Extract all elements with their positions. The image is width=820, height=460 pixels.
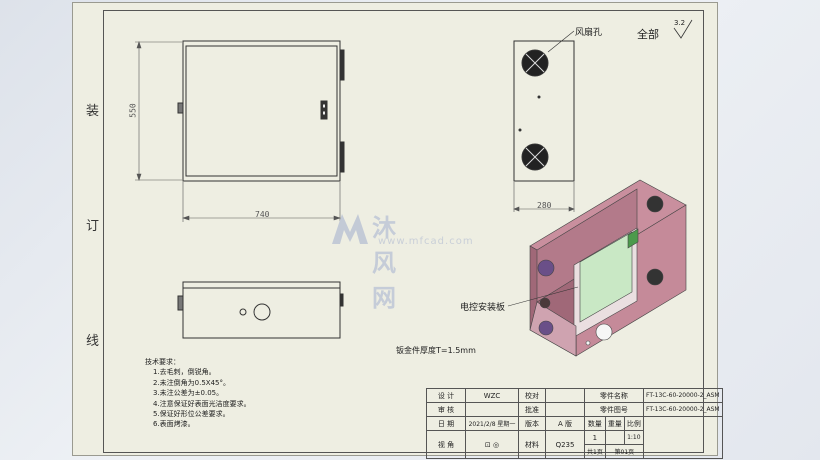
note-item: 1.去毛刺，倒锐角。 — [153, 368, 216, 377]
date: 2021/2/8 星期一 — [465, 416, 519, 431]
margin-label-ding: 订 — [86, 219, 100, 234]
depth-dimension — [513, 182, 575, 212]
total-pages: 共1页 — [584, 444, 606, 459]
scope-label: 全部 — [637, 28, 659, 41]
check-label: 校对 — [518, 388, 546, 403]
roughness-symbol — [673, 19, 693, 39]
approve-label: 批准 — [518, 402, 546, 417]
note-item: 3.未注公差为±0.05。 — [153, 389, 224, 398]
date-label: 日 期 — [426, 416, 466, 431]
design-label: 设 计 — [426, 388, 466, 403]
note-item: 6.表面烤漆。 — [153, 420, 195, 429]
margin-label-xian: 线 — [86, 334, 100, 349]
version-label: 版本 — [518, 416, 546, 431]
thickness-note: 钣金件厚度T=1.5mm — [396, 346, 476, 355]
material-label: 材料 — [518, 430, 546, 459]
notes-title: 技术要求： — [145, 358, 180, 366]
page-number: 第01页 — [604, 444, 644, 459]
part-name-label: 零件名称 — [584, 388, 644, 403]
mount-plate-callout: 电控安装板 — [460, 303, 506, 313]
height-dimension — [135, 41, 182, 181]
projection-icon: ⊡ ◎ — [484, 440, 500, 449]
qty: 1 — [584, 430, 606, 445]
review-label: 审 核 — [426, 402, 466, 417]
watermark-logo-icon — [332, 214, 368, 244]
material: Q235 — [545, 430, 585, 459]
note-item: 5.保证好形位公差要求。 — [153, 410, 230, 419]
depth-dimension-label: 280 — [537, 201, 552, 210]
watermark: 沐风网 www.mfcad.com — [328, 208, 473, 312]
drawing-frame — [103, 10, 704, 453]
note-item: 4.注意保证好表面光洁度要求。 — [153, 399, 251, 408]
front-view — [177, 40, 345, 182]
width-dimension — [182, 182, 341, 222]
plate-leader — [507, 286, 579, 307]
watermark-url: www.mfcad.com — [378, 236, 474, 247]
side-view — [513, 40, 575, 182]
technical-notes: 技术要求： 1.去毛刺，倒锐角。 2.未注倒角为0.5X45°。 3.未注公差为… — [145, 357, 251, 430]
height-dimension-label: 550 — [128, 103, 138, 118]
fan-leader — [547, 30, 575, 53]
isometric-view — [529, 179, 687, 357]
fan-holes-callout: 风扇孔 — [575, 28, 603, 38]
width-dimension-label: 740 — [255, 210, 270, 219]
qty-label: 数量 — [584, 416, 606, 431]
margin-label-zhuang: 装 — [86, 104, 100, 119]
designer: WZC — [465, 388, 519, 403]
part-name: FT-13C-60-20000-2_ASM — [642, 388, 723, 403]
drawing-no-label: 零件图号 — [584, 402, 644, 417]
version: A 版 — [545, 416, 585, 431]
view-label: 视 角 — [426, 430, 466, 459]
scale: 1:10 — [623, 430, 644, 445]
roughness-value: 3.2 — [674, 19, 686, 27]
projection-symbol: ⊡ ◎ — [465, 430, 519, 459]
note-item: 2.未注倒角为0.5X45°。 — [153, 378, 231, 387]
scale-label: 比例 — [623, 416, 644, 431]
top-view — [177, 281, 344, 339]
weight-label: 重量 — [604, 416, 625, 431]
watermark-brand: 沐风网 — [372, 214, 398, 312]
drawing-no: FT-13C-60-20000-2_ASM — [642, 402, 723, 417]
title-block: 设 计 WZC 校对 零件名称 FT-13C-60-20000-2_ASM 审 … — [426, 388, 723, 459]
